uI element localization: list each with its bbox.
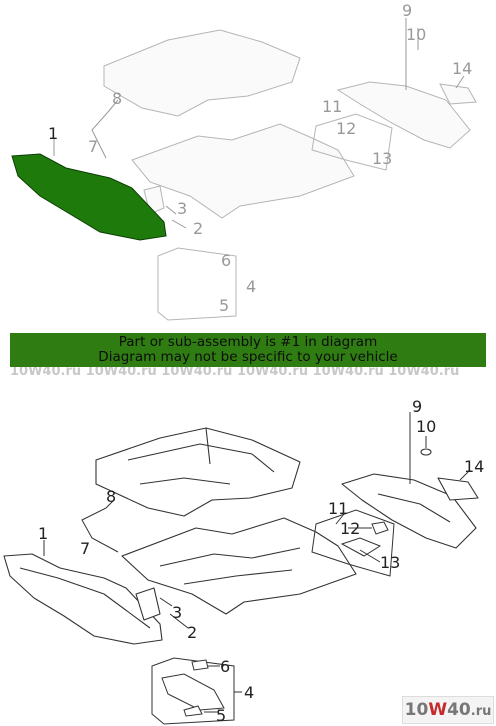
callout-10-top: 10: [406, 25, 426, 44]
callout-7-top: 7: [88, 137, 98, 156]
site-logo: 10W40.ru: [402, 696, 494, 724]
part-6: [191, 659, 209, 671]
callout-10: 10: [416, 417, 436, 436]
diagram-top-panel: 1 3 2 4 5 6 7 8 9 10 11 12 13 14: [0, 0, 496, 330]
callout-12-top: 12: [336, 119, 356, 138]
diagram-bottom-panel: 1 2 3 4 5 6 7 8 9 10 11 12 13 14: [0, 388, 496, 726]
part-4: [161, 673, 225, 711]
banner-line-1: Part or sub-assembly is #1 in diagram: [118, 334, 378, 350]
part-4-group-box: [151, 657, 235, 725]
part-4-box: [157, 247, 237, 321]
part-9: [341, 473, 477, 549]
callout-6: 6: [220, 657, 230, 676]
banner-line-2: Diagram may not be specific to your vehi…: [98, 349, 398, 365]
callout-2: 2: [187, 623, 197, 642]
part-7-shape: [131, 123, 355, 219]
callout-9-top: 9: [402, 1, 412, 20]
part-3: [135, 587, 161, 621]
part-8-shape: [103, 29, 301, 117]
diagram-notice-banner: Part or sub-assembly is #1 in diagram Di…: [10, 333, 486, 367]
callout-12: 12: [340, 519, 360, 538]
callout-8: 8: [106, 487, 116, 506]
part-1: [3, 553, 163, 645]
part-8: [95, 427, 301, 517]
watermark-strip: 10W40.ru 10W40.ru 10W40.ru 10W40.ru 10W4…: [10, 367, 460, 377]
diagram-top-svg: 1 3 2 4 5 6 7 8 9 10 11 12 13 14: [11, 1, 477, 321]
part-14-shape: [439, 83, 477, 105]
part-9-shape: [336, 81, 471, 149]
part-5: [183, 705, 203, 717]
callout-14-top: 14: [452, 59, 472, 78]
callout-8-top: 8: [112, 89, 122, 108]
callout-14: 14: [464, 457, 484, 476]
callout-6-top: 6: [221, 251, 231, 270]
logo-part-4: .ru: [470, 704, 492, 719]
callout-2-top: 2: [193, 219, 203, 238]
diagram-bottom-svg: 1 2 3 4 5 6 7 8 9 10 11 12 13 14: [3, 397, 484, 725]
callout-4: 4: [244, 683, 254, 702]
callout-4-top: 4: [246, 277, 256, 296]
callout-11-top: 11: [322, 97, 342, 116]
part-10: [420, 448, 432, 456]
part-1-highlighted: [11, 153, 167, 241]
logo-part-3: 40: [447, 700, 471, 720]
callout-9: 9: [412, 397, 422, 416]
logo-part-2: W: [428, 700, 448, 720]
logo-part-1: 10: [404, 700, 429, 720]
callout-1: 1: [38, 524, 48, 543]
callout-7: 7: [80, 539, 90, 558]
callout-13-top: 13: [372, 149, 392, 168]
callout-13: 13: [380, 553, 400, 572]
part-11-box: [311, 113, 393, 171]
part-12: [371, 521, 389, 535]
callout-5-top: 5: [219, 296, 229, 315]
callout-5: 5: [216, 706, 226, 725]
part-14: [437, 477, 479, 501]
part-13: [340, 537, 382, 557]
part-11-group-box: [311, 509, 395, 577]
callout-11: 11: [328, 499, 348, 518]
part-7: [121, 517, 357, 615]
callout-3-top: 3: [177, 199, 187, 218]
callout-3: 3: [172, 603, 182, 622]
callout-1-top: 1: [48, 124, 58, 143]
